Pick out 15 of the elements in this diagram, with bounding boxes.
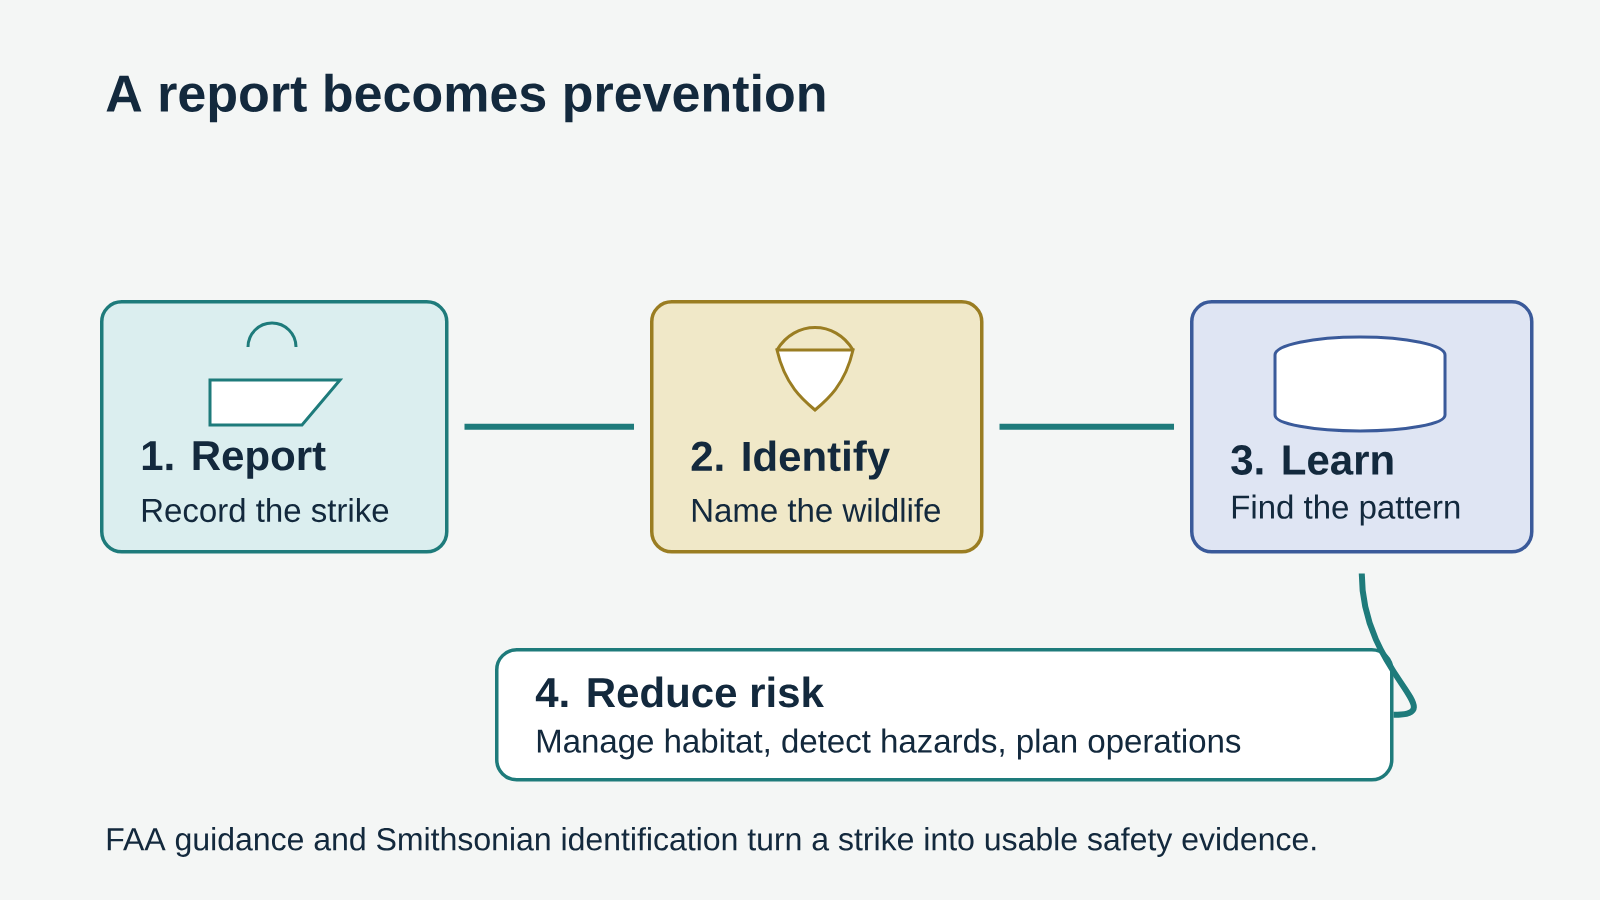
step-description: Record the strike [142,497,389,523]
step-title: 3. Learn [1231,445,1393,475]
caption: FAA guidance and Smithsonian identification turn a strike into usable safety evidence. [107,827,1316,857]
step-title: 1. Report [142,441,326,479]
step-box [495,648,1394,782]
title: A report becomes prevention [106,73,825,123]
step-description: Name the wildlife [692,497,940,523]
step-title: 4. Reduce risk [535,676,824,708]
step-description: Manage habitat, detect hazards, plan operations [537,728,1241,760]
step-description: Find the pattern [1232,494,1460,526]
step-box [100,300,449,554]
connector-line [1358,573,1417,718]
step-box [1190,300,1534,554]
step-title: 2. Identify [691,440,890,480]
step-box [650,300,984,554]
